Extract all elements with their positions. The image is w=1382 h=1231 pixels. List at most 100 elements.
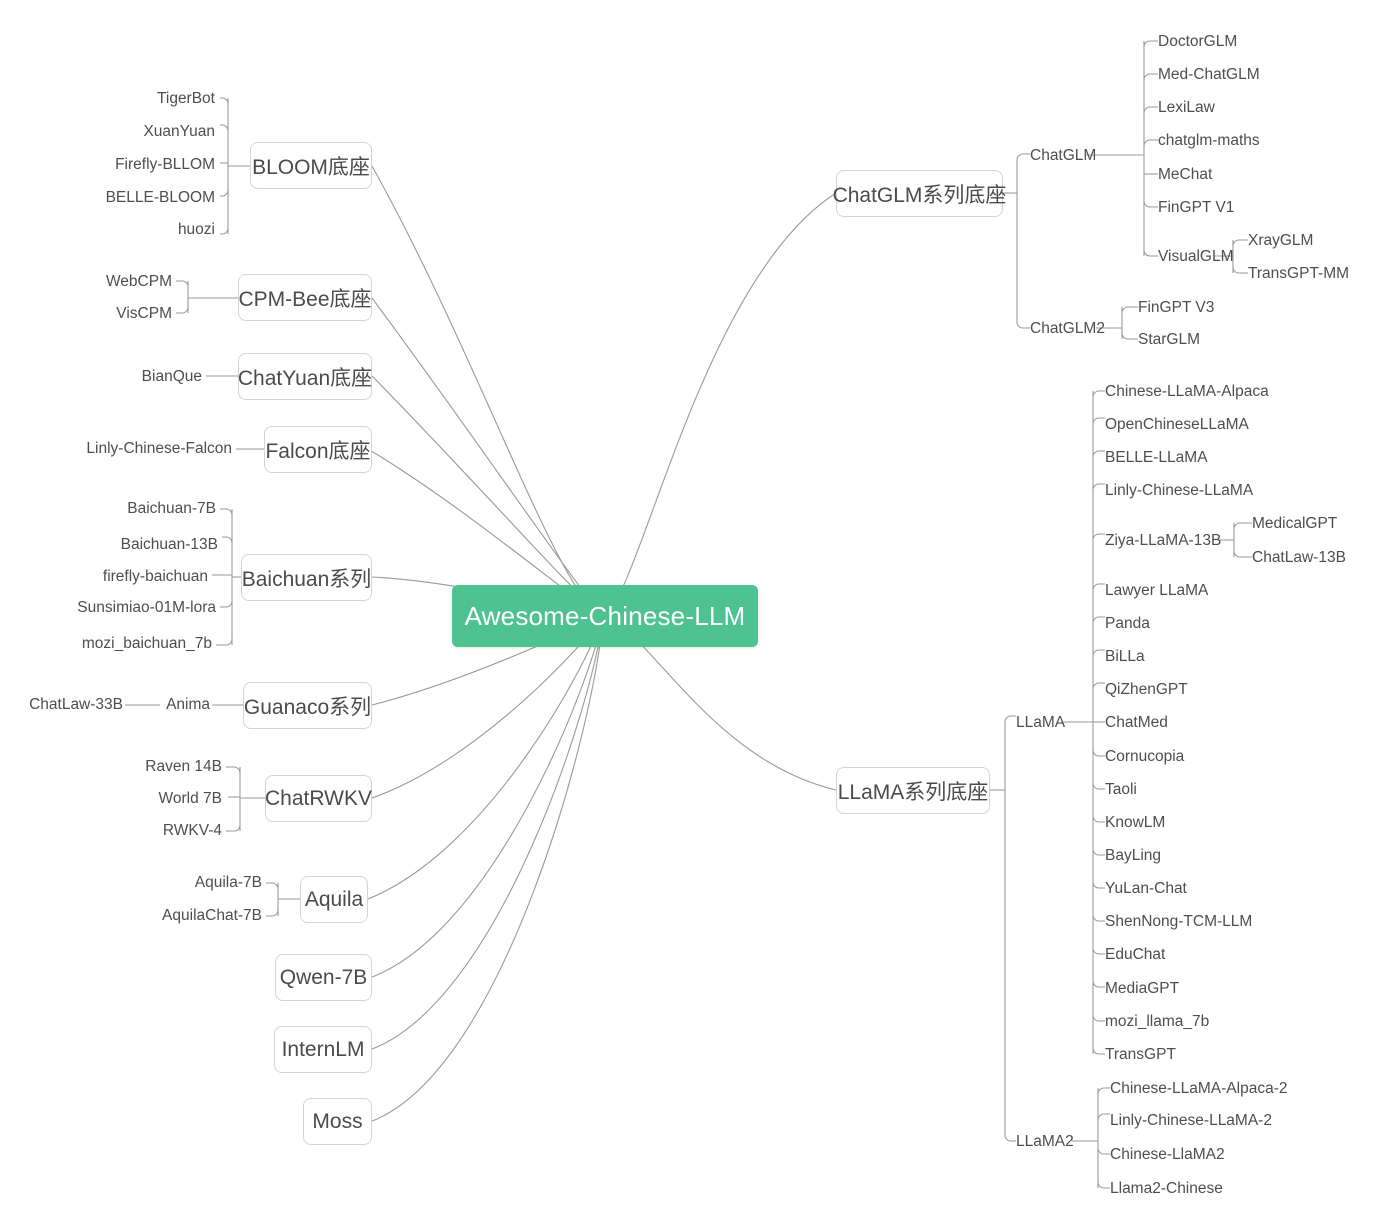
leaf-rwkv-4[interactable]: RWKV-4 [40, 823, 222, 839]
branch-label: ChatYuan底座 [237, 366, 373, 390]
leaf-tigerbot[interactable]: TigerBot [40, 91, 215, 107]
leaf-label: Sunsimiao-01M-lora [77, 599, 216, 616]
branch-node-bloom[interactable]: BLOOM底座 [250, 142, 372, 189]
leaf-chinese-llama-alpaca[interactable]: Chinese-LLaMA-Alpaca [1105, 384, 1269, 400]
leaf-firefly-bllom[interactable]: Firefly-BLLOM [40, 157, 215, 173]
leaf-lexilaw[interactable]: LexiLaw [1158, 100, 1215, 116]
leaf-huozi[interactable]: huozi [40, 222, 215, 238]
leaf-label: MeChat [1158, 166, 1213, 183]
leaf-yulan-chat[interactable]: YuLan-Chat [1105, 881, 1187, 897]
leaf-panda[interactable]: Panda [1105, 616, 1150, 632]
leaf-lawyer-llama[interactable]: Lawyer LLaMA [1105, 583, 1208, 599]
leaf-belle-llama[interactable]: BELLE-LLaMA [1105, 450, 1208, 466]
branch-node-llama-series[interactable]: LLaMA系列底座 [836, 767, 990, 814]
leaf-transgpt-mm[interactable]: TransGPT-MM [1248, 266, 1349, 282]
branch-node-qwen-7b[interactable]: Qwen-7B [275, 954, 372, 1001]
group-llama[interactable]: LLaMA [1016, 715, 1065, 731]
branch-node-moss[interactable]: Moss [303, 1098, 372, 1145]
branch-label: CPM-Bee底座 [238, 287, 372, 311]
leaf-llama2-chinese[interactable]: Llama2-Chinese [1110, 1181, 1223, 1197]
leaf-aquila-7b[interactable]: Aquila-7B [60, 875, 262, 891]
branch-node-aquila[interactable]: Aquila [300, 876, 368, 923]
leaf-label: Chinese-LLaMA-Alpaca-2 [1110, 1080, 1288, 1097]
leaf-label: VisualGLM [1158, 248, 1234, 265]
leaf-shennong-tcm-llm[interactable]: ShenNong-TCM-LLM [1105, 914, 1252, 930]
branch-node-chatglm-series[interactable]: ChatGLM系列底座 [833, 170, 1006, 217]
branch-node-chatyuan[interactable]: ChatYuan底座 [238, 353, 372, 400]
branch-label: Falcon底座 [265, 439, 371, 463]
leaf-xuanyuan[interactable]: XuanYuan [40, 124, 215, 140]
leaf-med-chatglm[interactable]: Med-ChatGLM [1158, 67, 1260, 83]
leaf-bianque[interactable]: BianQue [20, 369, 202, 385]
leaf-mechat[interactable]: MeChat [1158, 167, 1212, 183]
leaf-label: Panda [1105, 615, 1150, 632]
leaf-linly-chinese-falcon[interactable]: Linly-Chinese-Falcon [20, 441, 232, 457]
leaf-mozi-baichuan-7b[interactable]: mozi_baichuan_7b [20, 636, 212, 652]
leaf-viscpm[interactable]: VisCPM [20, 306, 172, 322]
leaf-world-7b[interactable]: World 7B [40, 791, 222, 807]
branch-node-cpm-bee[interactable]: CPM-Bee底座 [238, 274, 372, 321]
leaf-label: Firefly-BLLOM [115, 156, 215, 173]
leaf-label: mozi_llama_7b [1105, 1013, 1210, 1030]
leaf-transgpt[interactable]: TransGPT [1105, 1047, 1176, 1063]
leaf-visualglm[interactable]: VisualGLM [1158, 249, 1234, 265]
leaf-bayling[interactable]: BayLing [1105, 848, 1161, 864]
leaf-cornucopia[interactable]: Cornucopia [1105, 749, 1184, 765]
leaf-fingpt-v3[interactable]: FinGPT V3 [1138, 300, 1214, 316]
branch-label: LLaMA系列底座 [837, 780, 989, 804]
branch-node-internlm[interactable]: InternLM [274, 1026, 372, 1073]
leaf-label: TigerBot [156, 90, 215, 107]
group-chatglm[interactable]: ChatGLM [1030, 148, 1096, 164]
leaf-label: ChatMed [1105, 714, 1168, 731]
root-node[interactable]: Awesome-Chinese-LLM [452, 585, 758, 647]
leaf-billa[interactable]: BiLLa [1105, 649, 1145, 665]
leaf-mozi-llama-7b[interactable]: mozi_llama_7b [1105, 1014, 1209, 1030]
leaf-chinese-llama2[interactable]: Chinese-LlaMA2 [1110, 1147, 1225, 1163]
leaf-starglm[interactable]: StarGLM [1138, 332, 1200, 348]
leaf-xrayglm[interactable]: XrayGLM [1248, 233, 1313, 249]
leaf-knowlm[interactable]: KnowLM [1105, 815, 1165, 831]
leaf-label: Anima [166, 696, 210, 713]
leaf-linly-chinese-llama[interactable]: Linly-Chinese-LLaMA [1105, 483, 1253, 499]
leaf-linly-chinese-llama-2[interactable]: Linly-Chinese-LLaMA-2 [1110, 1113, 1272, 1129]
branch-node-baichuan[interactable]: Baichuan系列 [241, 554, 372, 601]
group-chatglm2[interactable]: ChatGLM2 [1030, 321, 1105, 337]
branch-node-falcon[interactable]: Falcon底座 [264, 426, 372, 473]
leaf-chatlaw-13b[interactable]: ChatLaw-13B [1252, 550, 1346, 566]
leaf-label: World 7B [158, 790, 222, 807]
leaf-label: DoctorGLM [1158, 33, 1238, 50]
branch-node-guanaco[interactable]: Guanaco系列 [243, 682, 372, 729]
leaf-chinese-llama-alpaca-2[interactable]: Chinese-LLaMA-Alpaca-2 [1110, 1081, 1287, 1097]
leaf-medicalgpt[interactable]: MedicalGPT [1252, 516, 1337, 532]
leaf-belle-bloom[interactable]: BELLE-BLOOM [40, 190, 215, 206]
group-label: LLaMA [1016, 714, 1066, 731]
leaf-raven-14b[interactable]: Raven 14B [40, 759, 222, 775]
leaf-baichuan-13b[interactable]: Baichuan-13B [20, 537, 218, 553]
leaf-sunsimiao-01m-lora[interactable]: Sunsimiao-01M-lora [20, 600, 216, 616]
leaf-label: ChatLaw-13B [1252, 549, 1346, 566]
leaf-educhat[interactable]: EduChat [1105, 947, 1165, 963]
leaf-anima[interactable]: Anima [80, 697, 210, 713]
leaf-webcpm[interactable]: WebCPM [20, 274, 172, 290]
leaf-label: TransGPT [1105, 1046, 1176, 1063]
leaf-chatmed[interactable]: ChatMed [1105, 715, 1168, 731]
leaf-aquilachat-7b[interactable]: AquilaChat-7B [60, 908, 262, 924]
group-llama2[interactable]: LLaMA2 [1016, 1134, 1074, 1150]
branch-node-chatrwkv[interactable]: ChatRWKV [265, 775, 372, 822]
leaf-ziya-llama-13b[interactable]: Ziya-LLaMA-13B [1105, 533, 1221, 549]
leaf-label: firefly-baichuan [102, 568, 208, 585]
leaf-mediagpt[interactable]: MediaGPT [1105, 981, 1179, 997]
leaf-doctorglm[interactable]: DoctorGLM [1158, 34, 1237, 50]
leaf-baichuan-7b[interactable]: Baichuan-7B [20, 501, 216, 517]
leaf-qizhengpt[interactable]: QiZhenGPT [1105, 682, 1188, 698]
leaf-taoli[interactable]: Taoli [1105, 782, 1137, 798]
leaf-openchinesellama[interactable]: OpenChineseLLaMA [1105, 417, 1249, 433]
leaf-firefly-baichuan[interactable]: firefly-baichuan [20, 569, 208, 585]
leaf-label: VisCPM [116, 305, 172, 322]
branch-label: Aquila [304, 887, 364, 911]
leaf-chatlaw-33b[interactable]: ChatLaw-33B [0, 697, 123, 713]
leaf-label: Cornucopia [1105, 748, 1185, 765]
leaf-chatglm-maths[interactable]: chatglm-maths [1158, 133, 1260, 149]
leaf-fingpt-v1[interactable]: FinGPT V1 [1158, 200, 1234, 216]
